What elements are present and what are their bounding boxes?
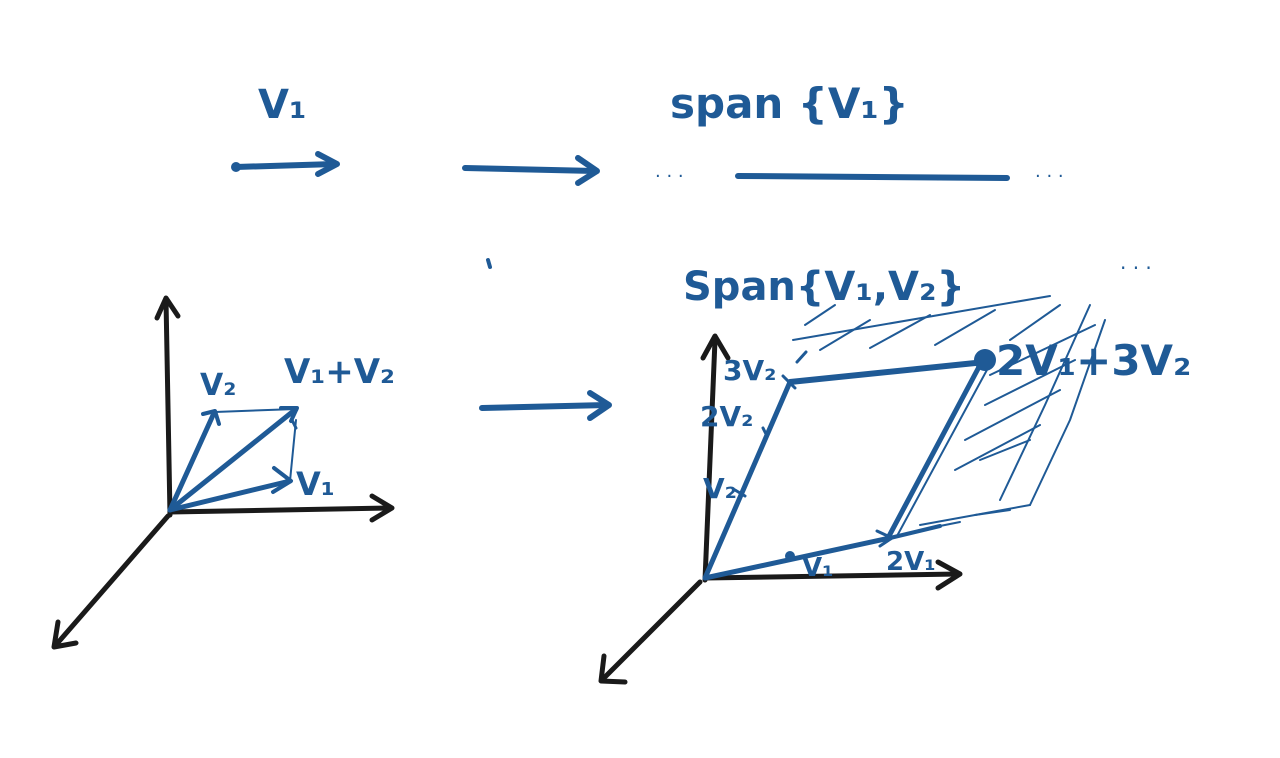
3v2-label: 3V₂ <box>723 354 776 387</box>
parallelogram <box>702 349 996 581</box>
maps-to-arrow-bottom <box>479 390 612 421</box>
span-v1-label: span {V₁} <box>670 79 909 128</box>
span-v1-line <box>735 173 1010 181</box>
v1-vector-left <box>167 478 293 513</box>
3v2-tick <box>781 374 797 390</box>
sum-label-left: V₁+V₂ <box>284 352 395 392</box>
right-axes <box>598 333 963 685</box>
v2-label-left: V₂ <box>200 368 236 403</box>
left-axes <box>51 295 395 650</box>
v1-direction-line <box>702 535 893 581</box>
line-left-dots: · · · <box>655 166 684 187</box>
v1-label-right: V₁ <box>802 553 834 583</box>
v1-tick-point <box>785 551 795 561</box>
corner-point <box>974 349 996 371</box>
v1-label-top: V₁ <box>258 82 306 128</box>
v2-label-right: V₂ <box>703 472 737 505</box>
2v2-tick <box>761 426 768 436</box>
v1-label-left: V₁ <box>296 465 335 503</box>
maps-to-arrow-top <box>462 155 600 186</box>
right-edge <box>885 362 983 541</box>
corner-label: 2V₁+3V₂ <box>996 336 1191 385</box>
v2-tick <box>733 488 747 498</box>
plane-far-dots: · · · <box>1120 256 1152 280</box>
v2-vector-left <box>167 410 217 513</box>
plane-hatching <box>792 295 1106 526</box>
stray-mark <box>486 258 492 269</box>
2v1-label: 2V₁ <box>886 547 936 577</box>
v2-direction-line <box>702 379 793 581</box>
3v2-tick-upper <box>795 350 808 364</box>
top-edge <box>787 359 988 385</box>
sum-vector-left <box>167 406 299 513</box>
span-v1-v2-label: Span{V₁,V₂} <box>683 264 965 310</box>
2v2-label: 2V₂ <box>700 400 753 433</box>
top-row: V₁ span {V₁} · · · · · · <box>231 79 1064 187</box>
v1-vector-top <box>231 151 340 177</box>
line-right-dots: · · · <box>1035 166 1064 187</box>
left-vectors <box>167 406 299 513</box>
